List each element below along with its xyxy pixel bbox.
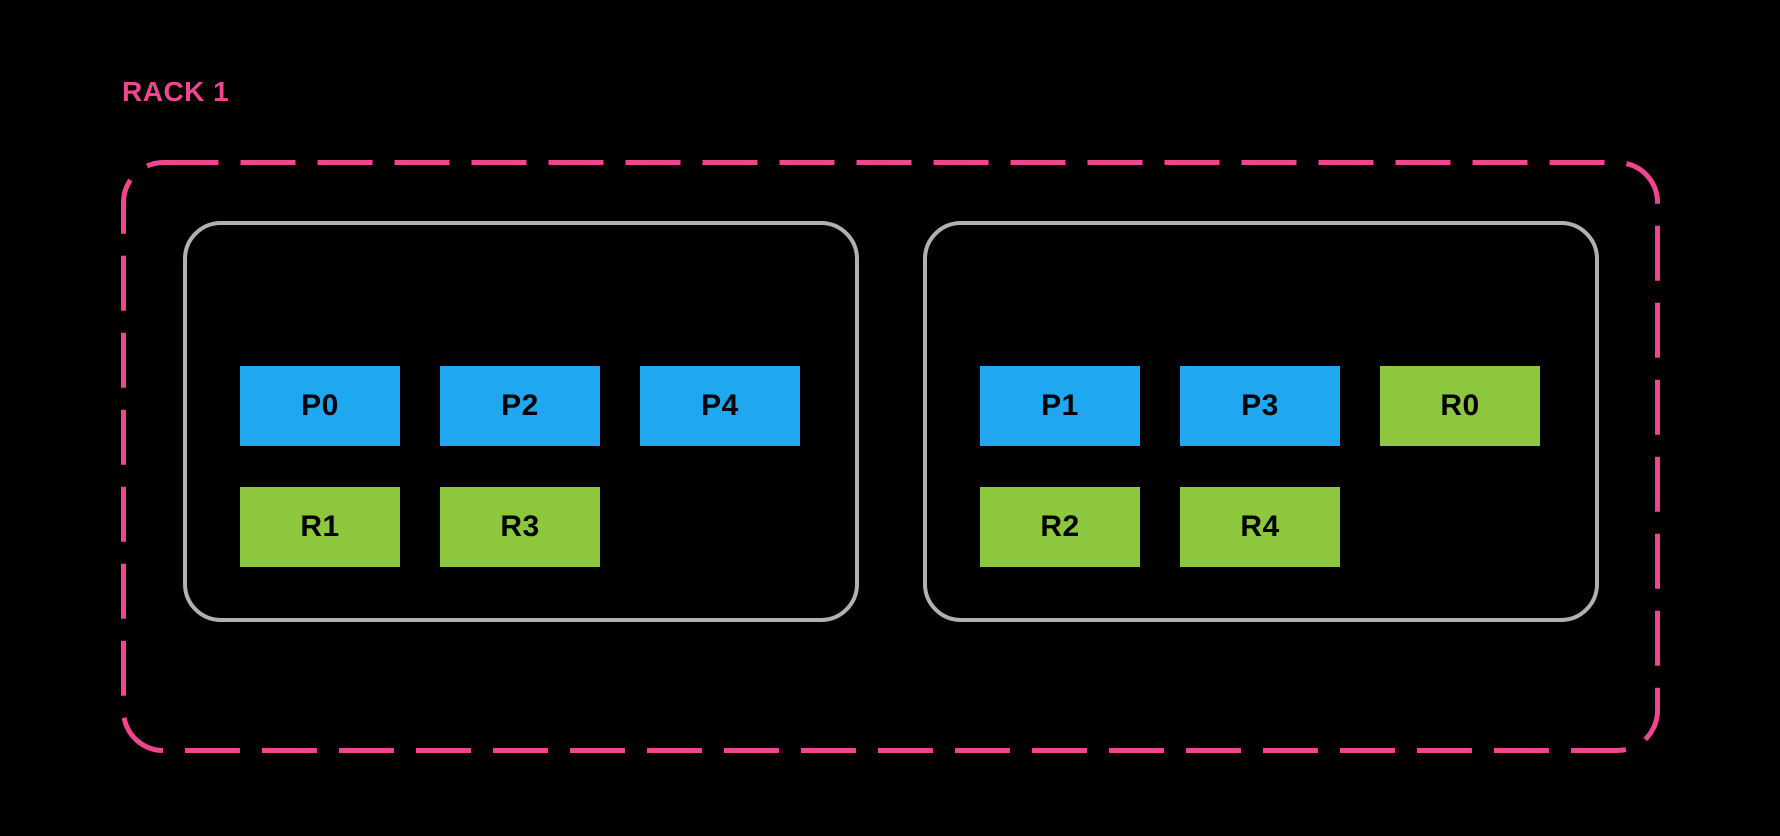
node-1-row-1: P0 P2 P4 [240, 366, 800, 446]
shard-p0: P0 [240, 366, 400, 446]
host-node-2: P1 P3 R0 R2 R4 [923, 221, 1599, 622]
shard-p4: P4 [640, 366, 800, 446]
shard-p3: P3 [1180, 366, 1340, 446]
rack-dashed-outline [121, 160, 1660, 753]
node-1-row-2: R1 R3 [240, 487, 800, 567]
shard-r1: R1 [240, 487, 400, 567]
shard-r0: R0 [1380, 366, 1540, 446]
shard-p2: P2 [440, 366, 600, 446]
shard-p1: P1 [980, 366, 1140, 446]
host-node-1: P0 P2 P4 R1 R3 [183, 221, 859, 622]
rack-boundary: P0 P2 P4 R1 R3 P1 P3 R0 R2 R4 [121, 160, 1660, 753]
shard-r3: R3 [440, 487, 600, 567]
node-2-shard-grid: P1 P3 R0 R2 R4 [980, 366, 1540, 567]
node-2-row-1: P1 P3 R0 [980, 366, 1540, 446]
shard-r4: R4 [1180, 487, 1340, 567]
rack-title: RACK 1 [122, 76, 230, 107]
node-1-shard-grid: P0 P2 P4 R1 R3 [240, 366, 800, 567]
shard-r2: R2 [980, 487, 1140, 567]
node-2-row-2: R2 R4 [980, 487, 1540, 567]
